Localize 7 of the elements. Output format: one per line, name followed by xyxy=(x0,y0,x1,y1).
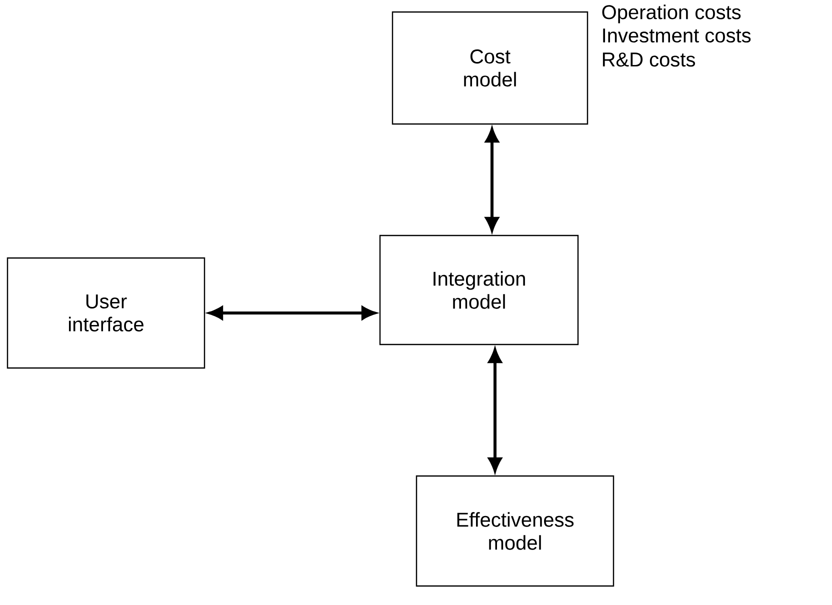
cost-item: Operation costs xyxy=(602,4,741,24)
cost-item: Investment costs xyxy=(603,28,751,43)
model-box: Effectiveness model xyxy=(416,475,614,587)
model-box: User interface xyxy=(6,257,206,369)
model-box: Cost model xyxy=(392,11,588,125)
cost-item: R&D costs xyxy=(602,52,696,67)
model-box: Integration model xyxy=(379,234,579,346)
